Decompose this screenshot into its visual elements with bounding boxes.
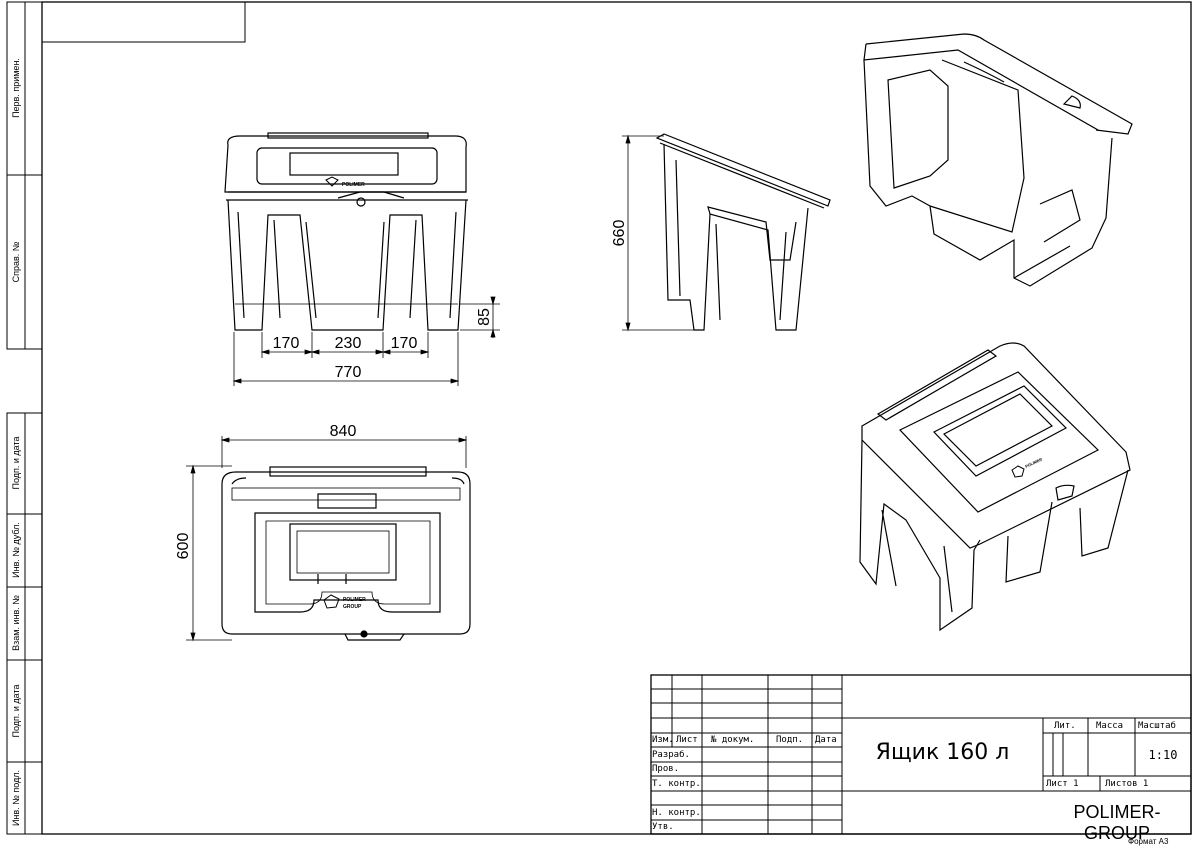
dim-front-right: 170 — [391, 335, 418, 352]
side-view — [655, 133, 831, 331]
strip-label-perv-primen: Перв. примен. — [11, 58, 21, 118]
dim-front-left: 170 — [273, 335, 300, 352]
tb-header-doc: № докум. — [711, 735, 755, 745]
strip-label-inv-dubl: Инв. № дубл. — [11, 522, 21, 578]
dim-front-clearance: 85 — [476, 308, 493, 326]
tb-header-podp: Подп. — [776, 735, 804, 745]
iso-view-open — [863, 33, 1133, 287]
tb-role-utv: Утв. — [652, 822, 674, 832]
tb-header-data: Дата — [815, 735, 837, 745]
top-dimensions — [186, 436, 468, 642]
front-logo: POLIMER — [325, 176, 365, 188]
dim-side-height: 660 — [611, 220, 628, 247]
title-block — [650, 674, 1192, 835]
tb-scale-value: 1:10 — [1148, 748, 1178, 762]
tb-lit-label: Лит. — [1054, 721, 1076, 731]
front-dimensions — [232, 296, 500, 386]
svg-text:POLIMER: POLIMER — [342, 182, 365, 188]
svg-text:GROUP: GROUP — [343, 604, 362, 610]
iso-view-closed — [859, 342, 1131, 632]
tb-role-razrab: Разраб. — [652, 750, 690, 760]
top-logo: POLIMER GROUP — [323, 594, 366, 610]
tb-role-prov: Пров. — [652, 764, 680, 774]
svg-text:POLIMER: POLIMER — [343, 597, 366, 603]
tb-sheet-label: Лист 1 — [1046, 779, 1079, 789]
left-margin-strip — [6, 1, 43, 835]
strip-label-podp-data-2: Подп. и дата — [11, 684, 21, 737]
front-view — [224, 132, 468, 331]
strip-label-podp-data-1: Подп. и дата — [11, 436, 21, 489]
tb-sheets-label: Листов 1 — [1105, 779, 1149, 789]
format-label: Формат А3 — [1128, 837, 1169, 846]
top-view — [221, 466, 471, 641]
strip-label-vzam-inv: Взам. инв. № — [11, 595, 21, 651]
dim-front-width: 770 — [335, 364, 362, 381]
tb-role-n-kontr: Н. контр. — [652, 808, 701, 818]
tb-header-izm: Изм. — [652, 735, 674, 745]
tb-mass-label: Масса — [1096, 721, 1124, 731]
dim-top-width: 840 — [330, 423, 357, 440]
tb-role-t-kontr: Т. контр. — [652, 779, 701, 789]
left-strip-labels: Перв. примен. Справ. № Подп. и дата Инв.… — [11, 58, 21, 826]
dim-top-depth: 600 — [175, 533, 192, 560]
tb-scale-label: Масштаб — [1138, 721, 1176, 731]
tb-header-list: Лист — [676, 735, 698, 745]
drawing-title: Ящик 160 л — [875, 740, 1010, 765]
dim-front-mid: 230 — [335, 335, 362, 352]
side-dimensions — [622, 134, 700, 332]
strip-label-sprav-no: Справ. № — [11, 241, 21, 282]
tb-company: POLIMER-GROUP — [1073, 802, 1161, 843]
strip-label-inv-podl: Инв. № подл. — [11, 770, 21, 826]
